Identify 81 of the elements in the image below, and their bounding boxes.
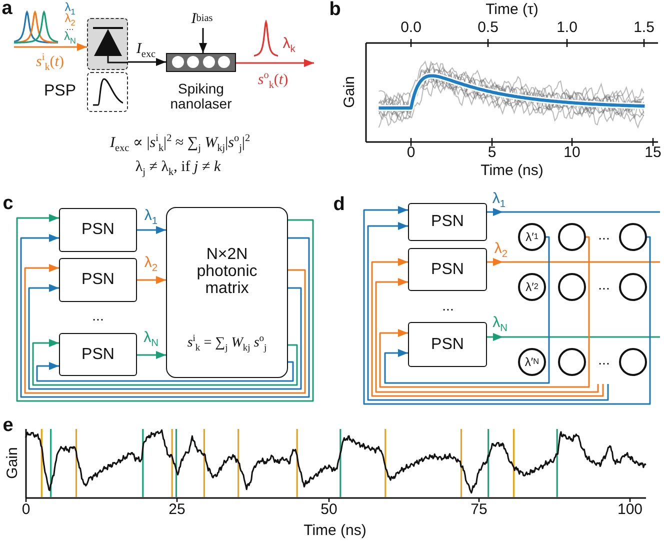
arrow bbox=[379, 236, 590, 388]
axis-title: Time (τ) bbox=[486, 2, 538, 18]
tick-label: 1.5 bbox=[634, 20, 654, 36]
tick-label: 100 bbox=[617, 502, 643, 518]
arrow bbox=[367, 222, 609, 401]
axis-title: Time (ns) bbox=[480, 163, 544, 179]
arrow bbox=[236, 59, 314, 67]
edge-label: s$^{o}$$_{k}$(t) bbox=[258, 73, 288, 89]
tick-label: 15 bbox=[644, 145, 662, 161]
arrow bbox=[375, 278, 599, 393]
ellipsis: ... bbox=[92, 308, 104, 324]
matrix-box bbox=[166, 207, 288, 378]
panel-letter: b bbox=[329, 0, 341, 20]
arrow bbox=[487, 333, 503, 341]
tick-label: 5 bbox=[488, 145, 496, 161]
tick-label: 25 bbox=[168, 502, 186, 518]
ellipsis: ... bbox=[598, 228, 610, 242]
ellipsis: ... bbox=[598, 278, 610, 292]
arrow bbox=[128, 58, 166, 66]
panel-letter: d bbox=[333, 195, 345, 215]
formula: I$_{exc}$ ∝ |s$^{i}$$_{k}$|$^{2}$ ≈ ∑$_{j}$ W$_{kj}$|s$^{o}$$_{j}$|$^{2}$ bbox=[110, 136, 250, 152]
wavelength-label: λ$_{1}$ bbox=[64, 1, 76, 13]
tick-label: 0.5 bbox=[478, 20, 498, 36]
tick-label: 0.0 bbox=[400, 20, 422, 36]
edge-label: λ$_{N}$ bbox=[492, 315, 508, 331]
arrow bbox=[14, 43, 87, 51]
tick-label: 0 bbox=[406, 145, 416, 161]
edge-label: s$^{i}$$_{k}$(t) bbox=[36, 55, 64, 71]
arrow bbox=[371, 258, 604, 397]
tick-label: 0 bbox=[22, 502, 30, 518]
arrow bbox=[16, 214, 314, 402]
arrow bbox=[137, 226, 166, 234]
nanolaser-bar bbox=[166, 53, 236, 72]
wavelength-label: λ$_{N}$ bbox=[64, 30, 76, 42]
panel-letter: e bbox=[2, 416, 14, 436]
axis-title: Gain bbox=[342, 76, 358, 108]
arrow bbox=[137, 351, 166, 359]
ring-resonator bbox=[558, 223, 586, 251]
node-caption: PSP bbox=[44, 84, 76, 100]
arrow bbox=[487, 258, 503, 266]
panel-letter: c bbox=[2, 194, 14, 214]
axis-title: Time (ns) bbox=[304, 523, 366, 539]
arrow bbox=[199, 28, 207, 53]
arrow bbox=[487, 208, 503, 216]
tick-label: 1.0 bbox=[556, 20, 578, 36]
edge-label: I$_{exc}$ bbox=[136, 42, 156, 58]
arrow bbox=[363, 206, 651, 405]
edge-label: λ$_{1}$ bbox=[492, 191, 506, 207]
ring-resonator bbox=[619, 348, 647, 376]
edge-label: λ$_{2}$ bbox=[494, 241, 508, 257]
edge-label: λ$_{2}$ bbox=[144, 255, 158, 271]
process-box: PSN bbox=[408, 203, 487, 241]
tick-label: 50 bbox=[320, 502, 338, 518]
axis-title: Gain bbox=[5, 447, 21, 479]
ellipsis: ... bbox=[598, 352, 610, 368]
panel-letter: a bbox=[2, 0, 12, 19]
matrix-title: N×2N photonic matrix bbox=[196, 246, 258, 298]
wavelength-label: λ$_{k}$ bbox=[282, 36, 296, 52]
arrow bbox=[28, 284, 302, 390]
arrow bbox=[24, 264, 306, 394]
edge-label: λ$_{1}$ bbox=[144, 208, 158, 224]
process-box: PSN bbox=[59, 333, 137, 376]
formula: λ$_{j}$ ≠ λ$_{k}$, if j ≠ k bbox=[135, 160, 221, 176]
process-box: PSN bbox=[59, 258, 137, 302]
edge-label: λ$_{N}$ bbox=[144, 330, 158, 346]
arrow bbox=[137, 276, 166, 284]
arrow bbox=[20, 234, 310, 398]
process-box: PSN bbox=[408, 322, 487, 367]
node-caption: Spiking nanolaser bbox=[170, 82, 232, 112]
arrow bbox=[36, 361, 294, 382]
process-box: PSN bbox=[408, 248, 487, 291]
tick-label: 75 bbox=[470, 502, 488, 518]
ring-resonator bbox=[619, 223, 647, 251]
arrow bbox=[384, 236, 550, 384]
tick-label: 10 bbox=[564, 145, 580, 161]
ring-resonator bbox=[619, 273, 647, 301]
process-box: PSN bbox=[59, 208, 137, 252]
ellipsis: ... bbox=[442, 298, 454, 314]
arrow bbox=[32, 339, 298, 386]
ring-resonator bbox=[558, 273, 586, 301]
ring-resonator bbox=[558, 348, 586, 376]
